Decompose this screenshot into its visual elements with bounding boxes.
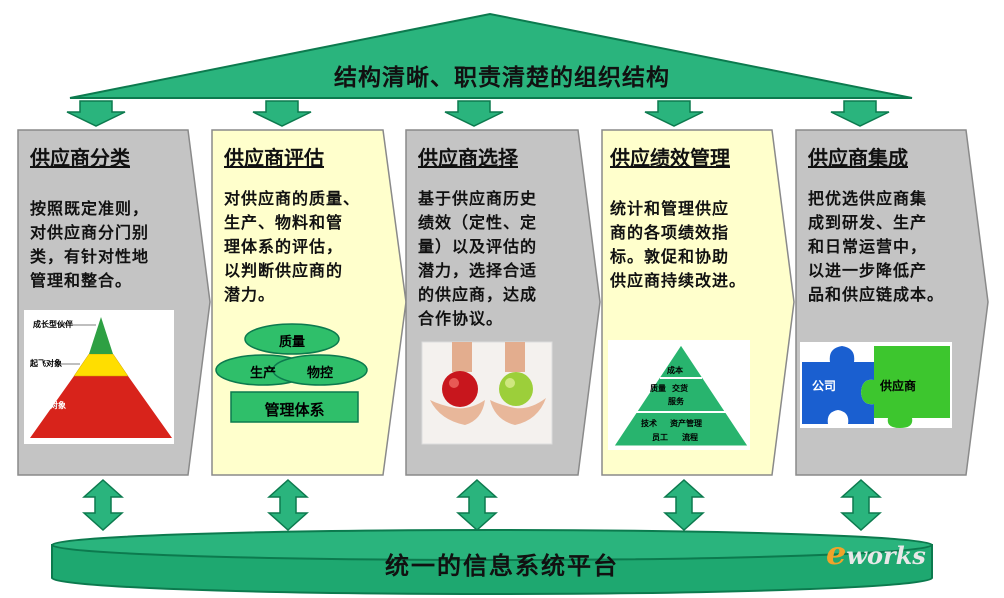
oval-production-label: 生产 [249, 366, 276, 381]
perf-middle-delivery: 交货 [672, 384, 688, 393]
column-3-line: 绩效（定性、定 [418, 213, 538, 232]
box-management-label: 管理体系 [264, 401, 325, 419]
perf-middle-quality: 质量 [650, 384, 666, 393]
column-5-line: 成到研发、生产 [808, 213, 928, 232]
column-5-title: 供应商集成 [808, 146, 908, 170]
column-5-line: 把优选供应商集 [808, 189, 928, 208]
down-arrow-1 [66, 100, 126, 127]
column-3-line: 潜力，选择合适 [418, 261, 538, 280]
arm-left [452, 342, 472, 372]
puzzle-piece-company [802, 346, 874, 424]
column-3-line: 的供应商，达成 [418, 285, 538, 304]
arm-right [505, 342, 525, 372]
double-arrow-3 [456, 478, 498, 532]
column-2-line: 以判断供应商的 [224, 261, 344, 280]
column-3-text: 基于供应商历史 绩效（定性、定 量）以及评估的 潜力，选择合适 的供应商，达成 … [418, 187, 583, 331]
puzzle-supplier-label: 供应商 [880, 379, 917, 393]
down-arrow-4 [644, 100, 704, 127]
apple-red-highlight [449, 378, 459, 388]
column-4-text: 统计和管理供应 商的各项绩效指 标。敦促和协助 供应商持续改进。 [610, 197, 780, 293]
puzzle-company-label: 公司 [812, 379, 837, 393]
column-4-line: 标。敦促和协助 [610, 247, 730, 266]
perf-bottom-tech: 技术 [641, 419, 657, 428]
column-4-line: 统计和管理供应 [610, 199, 730, 218]
column-2-line: 潜力。 [224, 285, 276, 304]
column-1-line: 对供应商分门别 [30, 223, 150, 242]
watermark-prefix: e [826, 534, 847, 572]
column-2-line: 理体系的评估， [224, 237, 344, 256]
column-1-line: 按照既定准则， [30, 199, 150, 218]
hand-right [490, 398, 546, 425]
column-2-line: 对供应商的质量、 [224, 189, 361, 208]
pyramid-label-growth: 成长型伙伴 [33, 320, 73, 329]
roof-shape [69, 12, 913, 99]
perf-bottom-staff: 员工 [652, 433, 668, 442]
column-1-text: 按照既定准则， 对供应商分门别 类，有针对性地 管理和整合。 [30, 197, 190, 293]
watermark-rest: works [846, 541, 926, 570]
column-3-line: 基于供应商历史 [418, 189, 538, 208]
oval-materials [272, 354, 368, 386]
oval-materials-label: 物控 [306, 366, 333, 381]
apple-red [442, 371, 478, 407]
column-4-title: 供应绩效管理 [610, 146, 730, 170]
double-arrow-2 [267, 478, 309, 532]
column-4-line: 供应商持续改进。 [610, 271, 747, 290]
column-3-title: 供应商选择 [418, 146, 518, 170]
column-2-line: 生产、物料和管 [224, 213, 344, 232]
perf-bottom-process: 流程 [682, 433, 698, 442]
oval-quality-label: 质量 [278, 335, 305, 350]
column-3-line: 合作协议。 [418, 309, 504, 328]
column-5-line: 以进一步降低产 [808, 261, 928, 280]
apple-green [499, 372, 533, 406]
column-2-text: 对供应商的质量、 生产、物料和管 理体系的评估， 以判断供应商的 潜力。 [224, 187, 389, 307]
pyramid-label-eliminate: 淘汰对象 [34, 401, 66, 410]
double-arrow-5 [840, 478, 882, 532]
base-title: 统一的信息系统平台 [385, 552, 619, 580]
pyramid-top [89, 317, 113, 354]
column-1-line: 管理和整合。 [30, 271, 133, 290]
column-5-line: 品和供应链成本。 [808, 285, 945, 304]
pyramid-label-takeoff: 起飞对象 [30, 359, 62, 368]
down-arrow-3 [444, 100, 504, 127]
column-2-title: 供应商评估 [224, 146, 324, 170]
base-platform-top [51, 529, 933, 561]
column-1-line: 类，有针对性地 [30, 247, 150, 266]
perf-middle-service: 服务 [668, 397, 684, 406]
hand-left [430, 400, 485, 425]
column-3-line: 量）以及评估的 [418, 237, 538, 256]
apple-green-highlight [505, 378, 515, 388]
pyramid-base [30, 376, 172, 438]
puzzle-piece-supplier [861, 346, 950, 428]
column-5-line: 和日常运营中， [808, 237, 928, 256]
column-1-title: 供应商分类 [30, 146, 130, 170]
column-2-shape [211, 129, 407, 476]
box-management [230, 391, 359, 423]
double-arrow-4 [663, 478, 705, 532]
down-arrow-2 [252, 100, 312, 127]
perf-bottom-assets: 资产管理 [670, 419, 702, 428]
perf-top-label: 成本 [667, 366, 683, 375]
perf-pyramid [613, 344, 749, 447]
roof-title: 结构清晰、职责清楚的组织结构 [334, 65, 670, 91]
down-arrow-5 [830, 100, 890, 127]
oval-quality [244, 323, 340, 355]
eworks-watermark: eworks [826, 534, 926, 572]
column-4-line: 商的各项绩效指 [610, 223, 730, 242]
double-arrow-1 [82, 478, 124, 532]
column-5-text: 把优选供应商集 成到研发、生产 和日常运营中， 以进一步降低产 品和供应链成本。 [808, 187, 978, 307]
